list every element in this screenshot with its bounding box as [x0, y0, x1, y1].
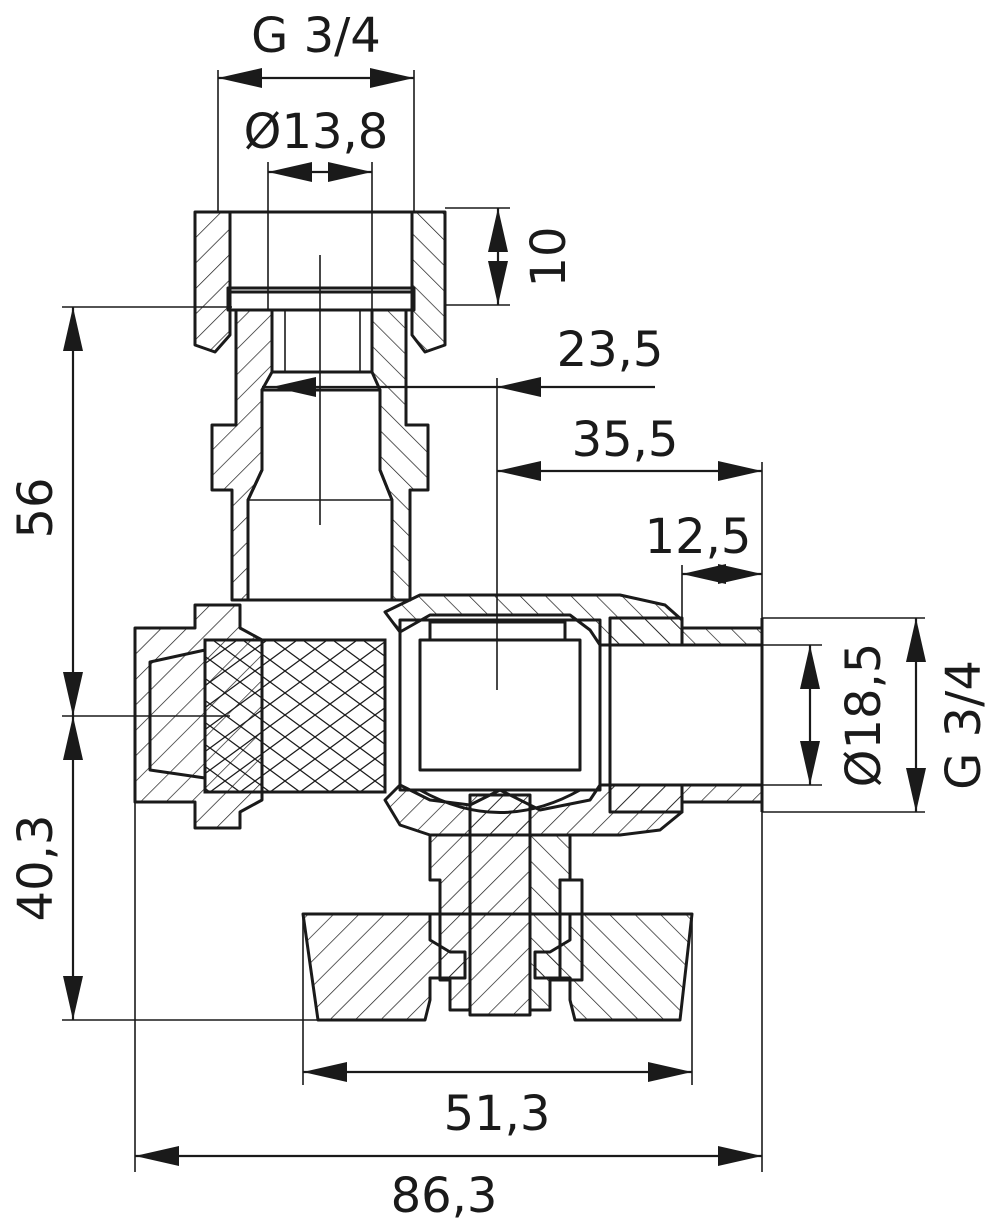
label-overall-width: 86,3 [391, 1168, 498, 1224]
label-upper-height: 56 [8, 477, 64, 538]
arrow-outlet-thread-bottom [906, 768, 926, 812]
arrow-bore-left [268, 162, 312, 182]
ball-bore [418, 638, 582, 772]
arrow-thread-length-right [718, 564, 762, 584]
label-inlet-offset: 23,5 [557, 322, 664, 378]
dimension-labels: G 3/4 Ø13,8 10 23,5 35,5 12,5 Ø18,5 G 3/… [8, 8, 992, 1224]
arrow-nut-bottom [488, 261, 508, 305]
label-thread-length: 12,5 [645, 509, 752, 565]
label-handle-width: 51,3 [444, 1086, 551, 1142]
valve-geometry [133, 210, 764, 1022]
arrow-outlet-thread-top [906, 618, 926, 662]
arrow-thread-length-left [682, 564, 726, 584]
arrow-outlet-bore-top [800, 645, 820, 689]
top-nut-right-wall [410, 210, 447, 354]
spindle-shaft [468, 793, 532, 1017]
handwheel-left [301, 912, 467, 1022]
outlet-bore [608, 643, 764, 787]
spindle-housing-right [528, 833, 572, 1012]
arrow-top-thread-right [370, 68, 414, 88]
label-top-thread: G 3/4 [251, 8, 381, 64]
extension-lines [62, 70, 925, 1172]
arrow-inlet-offset-left [272, 377, 316, 397]
arrow-lower-height-top [63, 716, 83, 760]
arrow-upper-height-bottom [63, 672, 83, 716]
handwheel-right [533, 912, 694, 1022]
arrow-inlet-offset-right [497, 377, 541, 397]
filter-knurl [203, 638, 387, 794]
arrow-handle-width-right [648, 1062, 692, 1082]
outlet-shell-top [608, 616, 764, 647]
arrow-handle-width-left [303, 1062, 347, 1082]
outlet-shell-bottom [608, 783, 764, 814]
arrow-overall-width-right [718, 1146, 762, 1166]
top-nut-inner [228, 210, 414, 294]
arrow-lower-height-bottom [63, 976, 83, 1020]
top-nipple [270, 308, 374, 374]
arrow-overall-width-left [135, 1146, 179, 1166]
ball-chamber [398, 618, 602, 792]
arrow-outlet-offset-left [497, 461, 541, 481]
inlet-stem-bore [246, 388, 394, 602]
spindle-housing-left [428, 833, 472, 1012]
label-outlet-bore: Ø18,5 [836, 643, 892, 788]
arrow-outlet-offset-right [718, 461, 762, 481]
label-outlet-thread: G 3/4 [936, 660, 992, 790]
top-nut-left-wall [193, 210, 232, 354]
center-lines [62, 255, 498, 717]
arrow-top-thread-left [218, 68, 262, 88]
dimension-lines [63, 68, 926, 1166]
arrow-bore-right [328, 162, 372, 182]
arrow-nut-top [488, 208, 508, 252]
label-lower-height: 40,3 [8, 815, 64, 922]
label-nut-height: 10 [521, 226, 577, 287]
label-top-bore: Ø13,8 [244, 104, 389, 160]
arrow-upper-height-top [63, 307, 83, 351]
label-outlet-offset: 35,5 [572, 412, 679, 468]
arrow-outlet-bore-bottom [800, 741, 820, 785]
